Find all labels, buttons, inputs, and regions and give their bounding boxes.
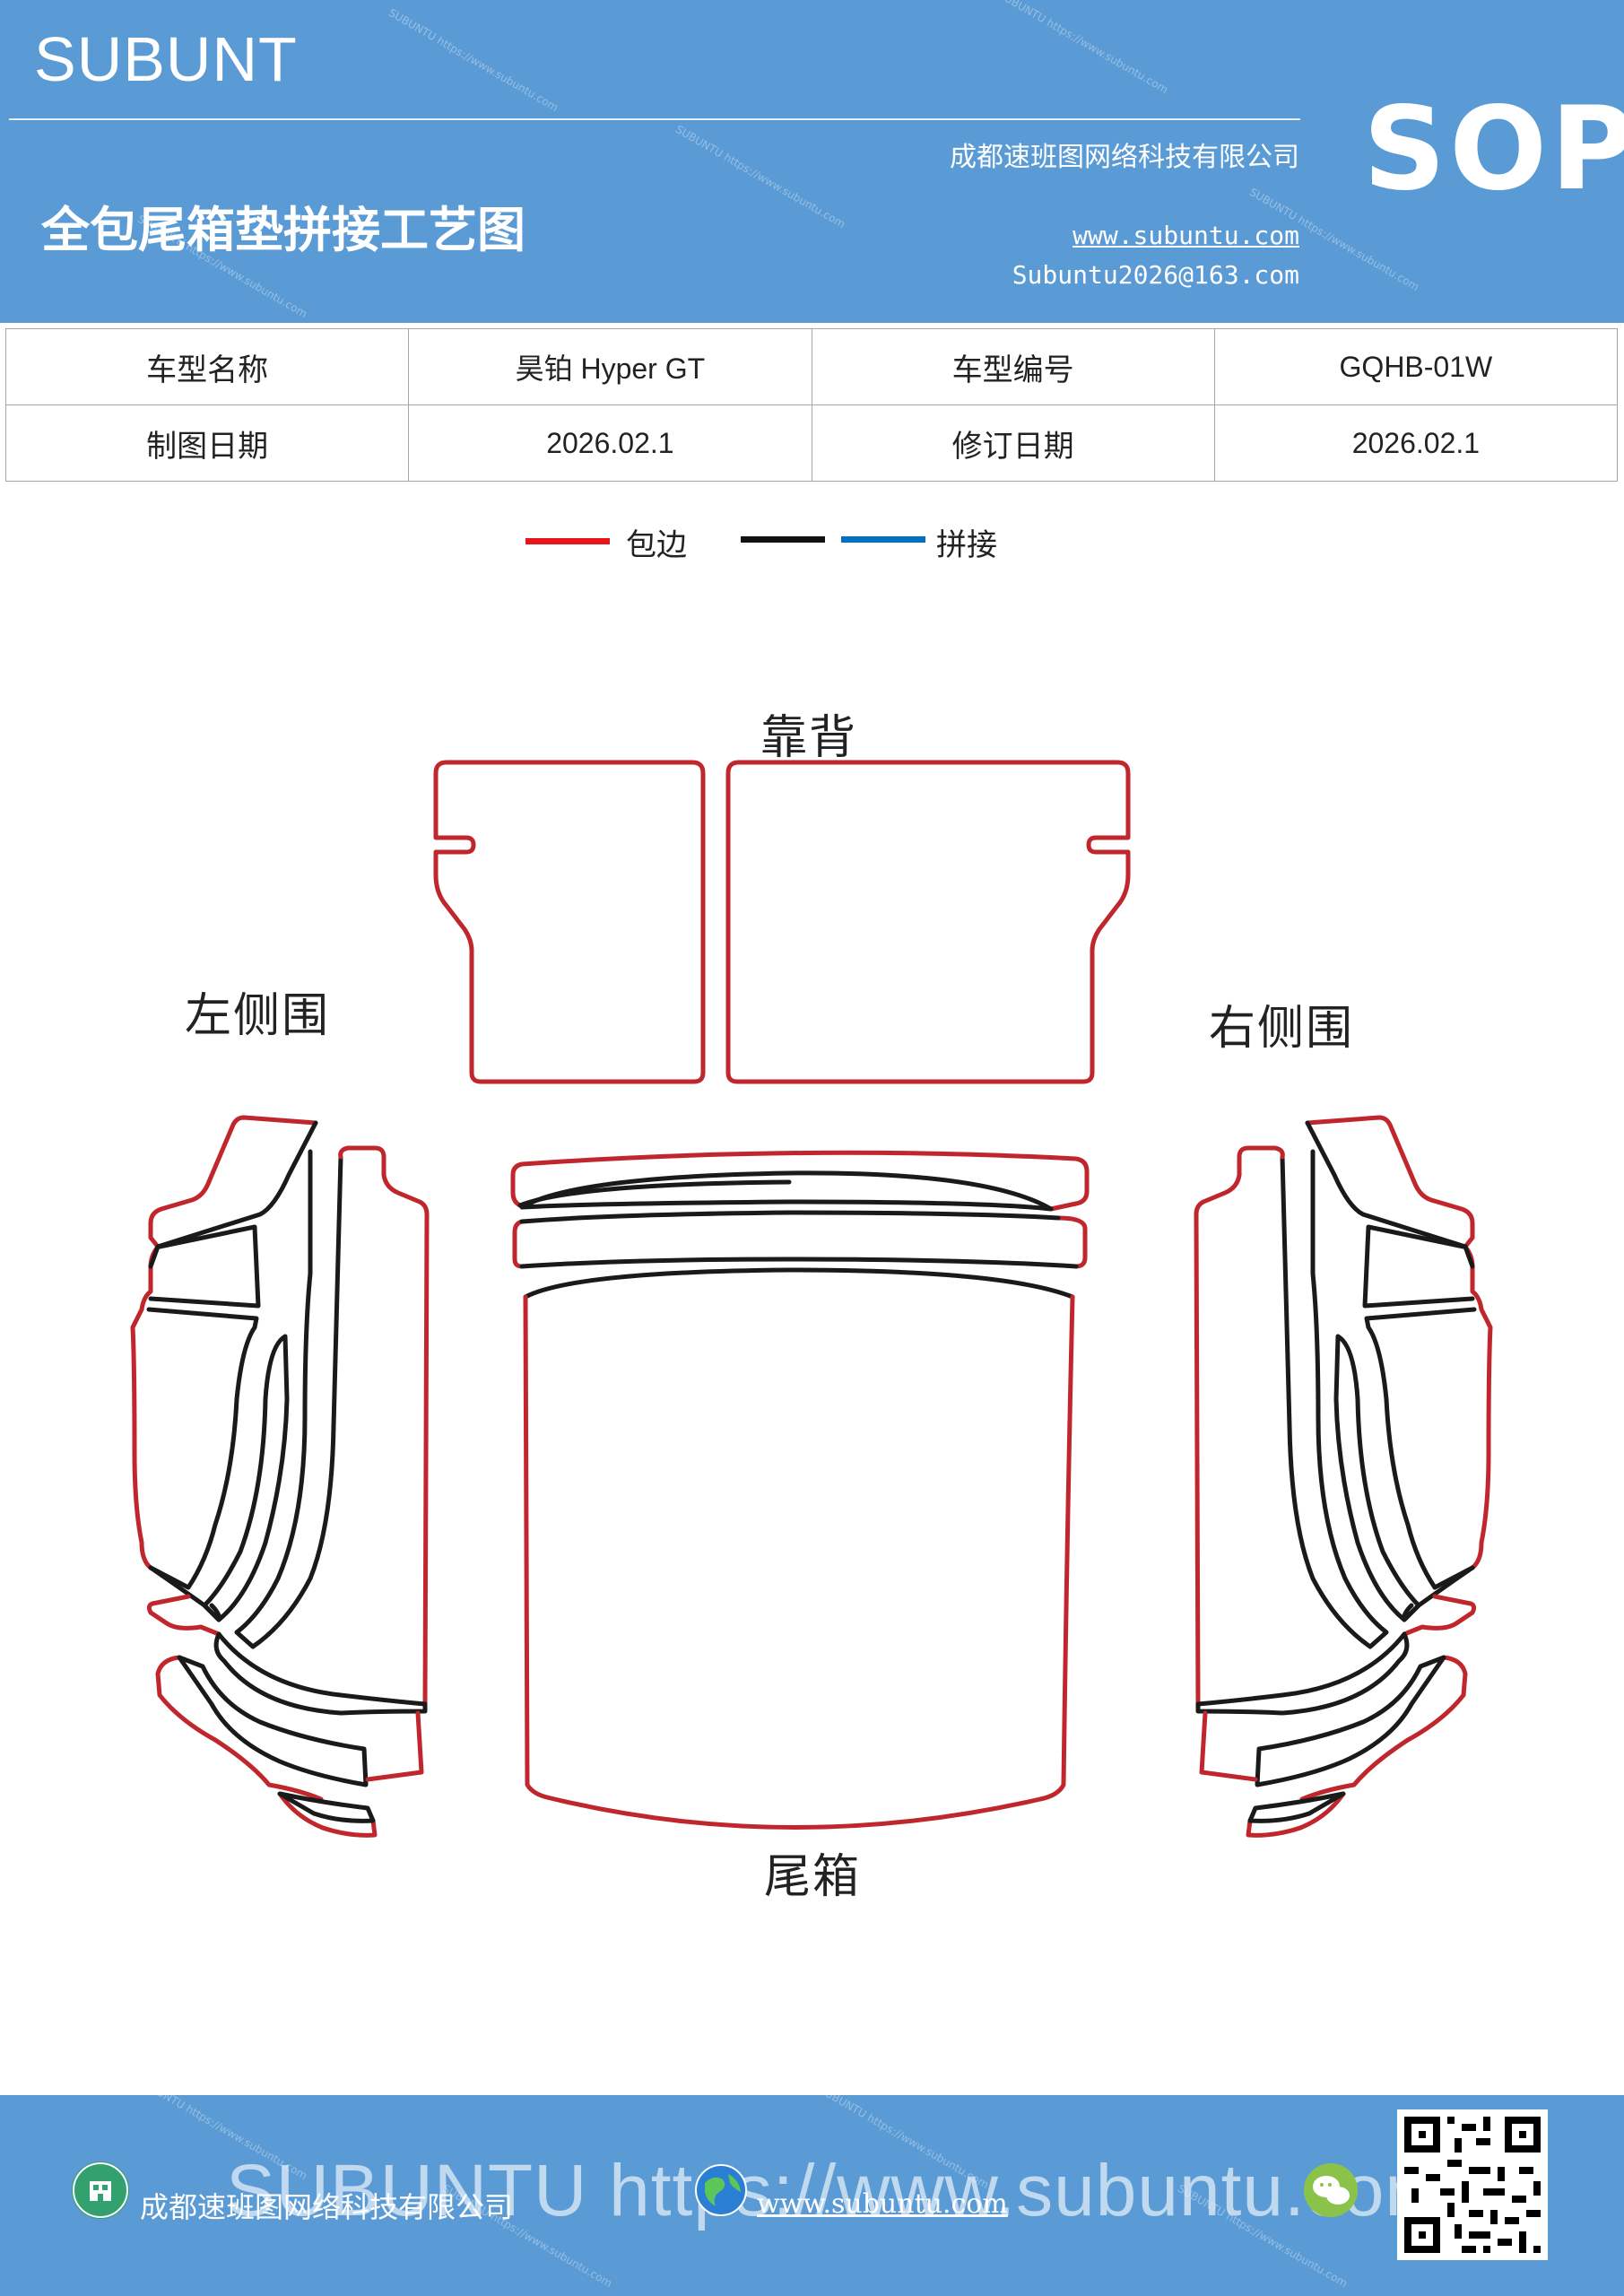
wechat-icon [1302,2161,1359,2219]
watermark: SUBUNTU https://www.subuntu.com [673,122,847,231]
right-seam-inner-arc [1333,1334,1421,1622]
trunk-seam-2 [519,1210,1061,1224]
right-bottom-piece [1199,1710,1346,1838]
legend-swatch-edge [525,538,610,544]
trunk-seam-3 [519,1257,1079,1269]
left-seam-inner-arc-2 [234,1149,343,1649]
right-seam-box-2 [1364,1307,1477,1590]
left-bottom-piece [277,1710,424,1838]
legend-swatch-seam-black [741,536,825,543]
right-outer-edge-right [1194,1145,1285,1707]
trunk-middle-strip-right [1055,1215,1088,1269]
legend-label-edge: 包边 [626,527,687,563]
watermark: SUBUNTU https://www.subuntu.com [995,0,1170,97]
footer-website-link[interactable]: www.subuntu.com [757,2188,1008,2220]
trunk-mat-diagram [130,760,1493,1838]
label-right-side: 右侧围 [1209,1002,1355,1056]
trunk-seam-1b [517,1179,792,1208]
right-seam-lower [1402,1565,1475,1622]
trunk-top-strip-edge [510,1161,525,1208]
backrest-left-panel [433,760,706,1084]
left-seam-lower-3 [177,1655,369,1787]
header-banner: SUBUNTU https://www.subuntu.com SUBUNTU … [0,0,1624,323]
watermark: SUBUNTU https://www.subuntu.com [386,5,560,115]
document-title: 全包尾箱垫拼接工艺图 [41,201,525,258]
label-left-side: 左侧围 [185,989,331,1043]
left-seam-lower [148,1565,221,1622]
revision-date-label: 修订日期 [811,404,1215,482]
right-lower-outer [1299,1655,1468,1802]
sop-label: SOP [1363,83,1624,216]
vehicle-name-label: 车型名称 [4,328,410,405]
right-seam-bottom [1247,1791,1346,1823]
website-link[interactable]: www.subuntu.com [1073,221,1299,250]
table-row: 制图日期 2026.02.1 修订日期 2026.02.1 [4,404,1619,482]
brand-name: SUBUNT [34,24,298,94]
left-seam-box-2 [146,1307,259,1590]
left-seam-bottom [277,1791,376,1823]
left-seam-inner-arc [202,1334,290,1622]
legend: 包边 拼接 [0,520,1624,583]
draw-date-label: 制图日期 [4,404,410,482]
vehicle-name-value: 昊铂 Hyper GT [408,328,812,405]
revision-date-value: 2026.02.1 [1213,404,1619,482]
vehicle-info-table: 车型名称 昊铂 Hyper GT 车型编号 GQHB-01W 制图日期 2026… [4,328,1619,482]
trunk-top-strip [519,1150,1090,1212]
left-lower-outer [155,1655,324,1802]
left-lower-edge [146,1594,221,1637]
legend-label-seam: 拼接 [936,527,997,563]
globe-icon [692,2161,750,2219]
building-icon [72,2161,129,2219]
vehicle-code-value: GQHB-01W [1213,328,1619,405]
trunk-seam-4 [523,1267,1075,1300]
footer-banner: SUBUNTU https://www.subuntu.com SUBUNTU … [0,2095,1624,2296]
right-lower-edge [1402,1594,1477,1637]
trunk-middle-strip-left [512,1219,525,1269]
right-seam-upper [1305,1120,1468,1249]
table-row: 车型名称 昊铂 Hyper GT 车型编号 GQHB-01W [4,328,1619,405]
vehicle-code-label: 车型编号 [811,328,1215,405]
qr-code[interactable] [1397,2109,1548,2260]
left-upper-outer-edge [130,1115,318,1570]
legend-swatch-seam-blue [841,536,925,543]
email-address[interactable]: Subuntu2026@163.com [1012,260,1299,290]
backrest-right-panel [725,760,1131,1084]
right-seam-lower-3 [1255,1655,1446,1787]
draw-date-value: 2026.02.1 [408,404,812,482]
right-seam-lower-2 [1195,1631,1410,1716]
label-trunk: 尾箱 [764,1850,862,1904]
left-seam-upper [155,1120,318,1249]
trunk-main-panel [523,1294,1075,1830]
trunk-seam-1 [519,1170,1054,1212]
left-seam-box [148,1224,261,1309]
company-name: 成都速班图网络科技有限公司 [950,142,1299,173]
right-seam-inner-arc-2 [1280,1149,1389,1649]
footer-watermark-large: SUBUNTU https://www.subuntu.com [226,2150,1447,2231]
right-seam-box [1362,1224,1475,1309]
right-upper-outer-edge [1305,1115,1493,1570]
footer-company-name: 成都速班图网络科技有限公司 [140,2190,514,2224]
label-backrest: 靠背 [760,711,858,765]
left-seam-lower-2 [213,1631,428,1716]
header-divider [9,118,1300,120]
left-outer-edge-right [338,1145,430,1707]
